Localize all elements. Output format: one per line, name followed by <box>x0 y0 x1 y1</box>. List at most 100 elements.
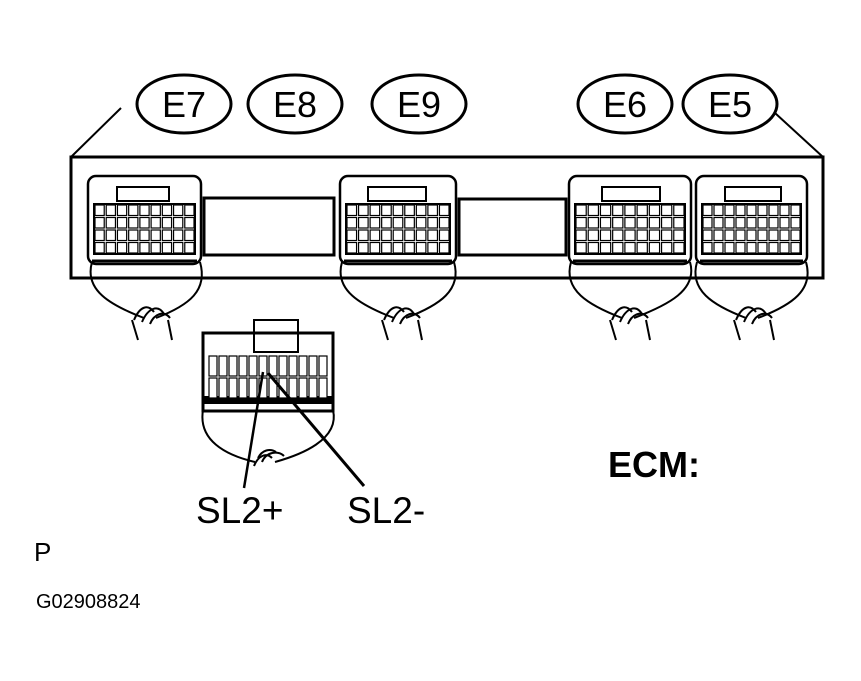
connector-label-text: E6 <box>603 84 647 125</box>
terminal-cavity <box>415 216 427 229</box>
terminal-cavity <box>660 241 673 254</box>
terminal-cavity <box>150 229 161 242</box>
terminal-label-sl2-plus: SL2+ <box>196 490 283 531</box>
terminal-cavity <box>575 241 587 254</box>
mating-terminal-cavity <box>298 355 308 377</box>
terminal-cavity <box>735 204 746 217</box>
label-ellipse <box>135 73 233 135</box>
terminal-cavity <box>746 229 757 242</box>
terminal-cavity <box>724 229 735 242</box>
terminal-cavity <box>346 229 358 242</box>
terminal-cavity <box>790 204 801 217</box>
terminal-cavity <box>150 216 161 229</box>
terminal-cavity <box>184 216 195 229</box>
terminal-cavity <box>624 229 636 242</box>
terminal-cavity <box>415 204 427 217</box>
terminal-cavity <box>161 216 173 229</box>
mating-terminal-cavity <box>218 377 228 399</box>
mating-terminal-cavity <box>238 377 248 399</box>
connector-latch <box>116 186 170 202</box>
ecm-connectors <box>86 174 809 266</box>
terminal-cavity <box>392 216 404 229</box>
connector-label-text: E5 <box>708 84 752 125</box>
terminal-cavity <box>768 204 779 217</box>
terminal-cavity <box>150 204 161 217</box>
terminal-cavity <box>575 229 587 242</box>
terminal-cavity <box>381 204 392 217</box>
terminal-cavity <box>172 229 184 242</box>
mating-terminal-cavity <box>308 377 318 399</box>
terminal-cavity <box>636 216 648 229</box>
terminal-cavity <box>673 216 685 229</box>
terminal-cavity <box>673 204 685 217</box>
terminal-cavity <box>735 229 746 242</box>
terminal-cavity <box>624 216 636 229</box>
terminal-cavity <box>150 241 161 254</box>
terminal-cavity <box>369 216 381 229</box>
terminal-cavity <box>184 204 195 217</box>
connector-body-e7 <box>86 174 203 266</box>
mating-terminal-cavity <box>318 377 328 399</box>
mating-terminal-cavity <box>308 355 318 377</box>
terminal-cavity <box>438 204 450 217</box>
terminal-cavity <box>184 241 195 254</box>
terminal-cavity <box>779 241 790 254</box>
terminal-cavity <box>779 216 790 229</box>
terminal-grid-frame <box>574 203 686 255</box>
mating-terminal-cavity <box>288 355 298 377</box>
mating-terminal-cavity <box>228 355 238 377</box>
terminal-cavity <box>427 204 439 217</box>
terminal-cavity <box>612 216 624 229</box>
terminal-cavity <box>702 229 713 242</box>
label-ellipse <box>681 73 779 135</box>
terminal-cavity <box>139 241 150 254</box>
terminal-cavity <box>139 204 150 217</box>
terminal-cavity <box>116 241 128 254</box>
terminal-cavity <box>779 204 790 217</box>
connector-label-e7: E7 <box>135 73 233 135</box>
terminal-cavity <box>648 216 661 229</box>
terminal-cavity <box>172 216 184 229</box>
connector-label-text: E7 <box>162 84 206 125</box>
terminal-cavity <box>587 216 600 229</box>
mating-terminal-cavity <box>318 355 328 377</box>
terminal-cavity <box>599 229 612 242</box>
terminal-cavity <box>790 241 801 254</box>
terminal-cavity <box>404 216 415 229</box>
terminal-cavity <box>346 216 358 229</box>
terminal-cavity <box>116 229 128 242</box>
terminal-cavity <box>427 241 439 254</box>
terminal-leaders <box>242 371 366 489</box>
terminal-cavity <box>438 216 450 229</box>
terminal-cavity <box>702 216 713 229</box>
terminal-cavity <box>346 204 358 217</box>
connector-label-text: E9 <box>397 84 441 125</box>
terminal-cavity <box>438 229 450 242</box>
terminal-cavity <box>128 216 139 229</box>
terminal-cavity <box>357 216 369 229</box>
terminal-cavity <box>599 241 612 254</box>
terminal-cavity <box>381 216 392 229</box>
terminal-cavity <box>673 241 685 254</box>
terminal-cavity <box>660 229 673 242</box>
mating-terminal-grid <box>208 355 328 399</box>
harness-bundle-e6 <box>568 261 693 341</box>
terminal-cavity <box>357 229 369 242</box>
terminal-cavity <box>724 204 735 217</box>
terminal-cavity <box>427 216 439 229</box>
terminal-cavity <box>768 216 779 229</box>
mating-terminal-cavity <box>228 377 238 399</box>
terminal-cavity <box>612 241 624 254</box>
terminal-cavity <box>139 216 150 229</box>
terminal-cavity <box>587 241 600 254</box>
terminal-cavity <box>768 229 779 242</box>
terminal-cavity <box>724 216 735 229</box>
connector-body-e5 <box>694 174 809 266</box>
label-ellipse <box>576 73 674 135</box>
terminal-cavity <box>713 241 724 254</box>
terminal-cavity <box>438 241 450 254</box>
terminal-grid-frame <box>345 203 451 255</box>
terminal-cavity <box>369 241 381 254</box>
